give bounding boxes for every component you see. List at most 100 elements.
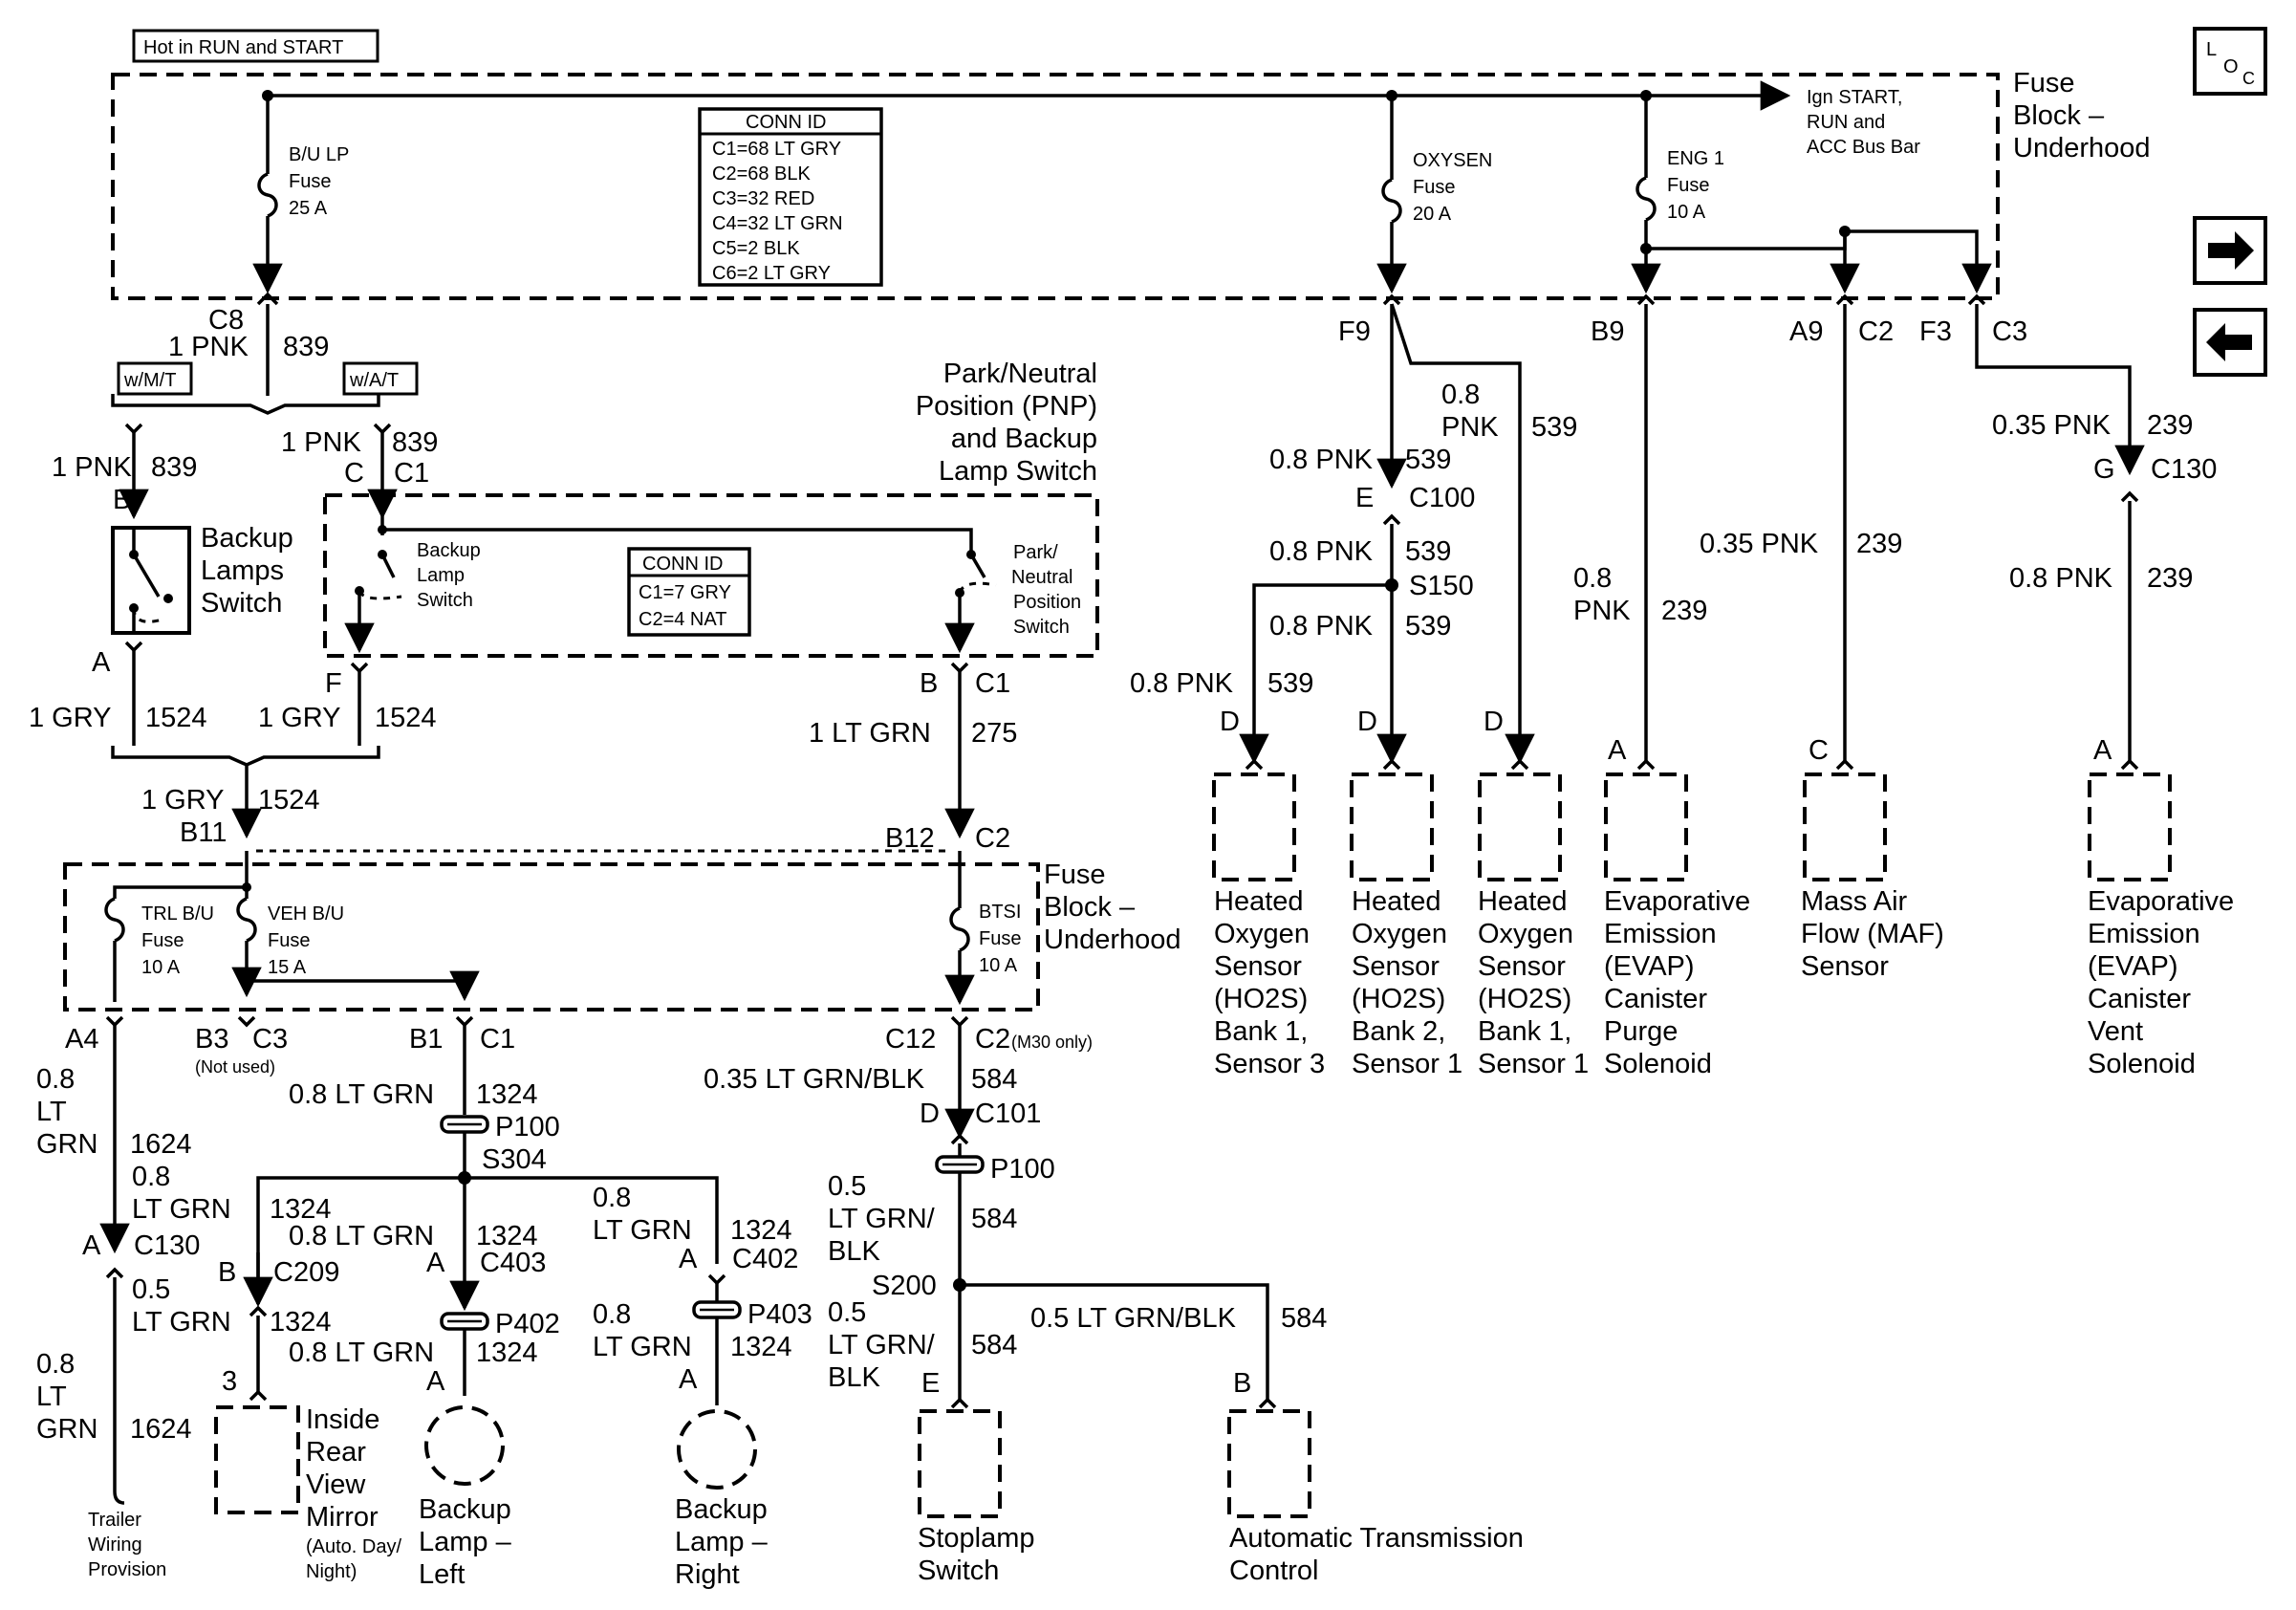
veh-backup-right-label-2-label: Right xyxy=(675,1559,740,1590)
trailer-wire-bottom-0-label: 0.8 xyxy=(36,1349,75,1380)
veh-backup-p100-label: P100 xyxy=(495,1112,560,1142)
veh-backup-circuit-label: 1324 xyxy=(476,1221,538,1251)
btsi-wire2-1-label: LT GRN/ xyxy=(828,1204,936,1234)
veh-backup-circuit-label: 1324 xyxy=(476,1338,538,1368)
fuse-block-lower-title: Fuse Block – Underhood xyxy=(1044,859,1181,955)
trailer-circuit-label: 1624 xyxy=(130,1129,192,1160)
pnp-c1-label: C1 xyxy=(975,668,1010,699)
eng1-branch-evap-purge-3-label: Canister xyxy=(1604,984,1707,1014)
oxysen-branch-ho2s-b1s3-3-label: (HO2S) xyxy=(1214,984,1308,1014)
bus-bar-label: Ign START, RUN and ACC Bus Bar xyxy=(1807,87,1920,158)
veh-backup-left-label-1-label: Lamp – xyxy=(419,1527,512,1557)
pnp-switch-outline xyxy=(323,493,1099,658)
wire-segment xyxy=(950,1133,969,1145)
backup-lamp-right: Backup Lamp – Right xyxy=(675,1409,769,1590)
fuse-block-lower-veh-fuse-1-label: Fuse xyxy=(268,930,310,951)
eng1-branch-f3-label: F3 xyxy=(1919,316,1952,347)
ho2s-bank1-sensor3: Heated Oxygen Sensor (HO2S) Bank 1, Sens… xyxy=(1212,772,1325,1079)
trailer-wire-top-1-label: LT xyxy=(36,1097,67,1127)
eng1-branch-evap-vent-0-label: Evaporative xyxy=(2088,886,2234,917)
eng1-branch-circuit-239-label: 239 xyxy=(1856,529,1902,559)
header-hot-label-label: Hot in RUN and START xyxy=(143,37,343,58)
pnp-conn-id-title-label: CONN ID xyxy=(642,554,723,575)
pnp-circuit-label: 275 xyxy=(971,718,1017,749)
veh-backup-mirror-label-2-label: View xyxy=(306,1469,366,1500)
oxysen-branch-ho2s-b1s1-5-label: Sensor 1 xyxy=(1478,1049,1589,1079)
fuse-block-lower-c2-label: C2 xyxy=(975,1024,1010,1055)
btsi-b-label: B xyxy=(1233,1368,1251,1399)
wire-segment xyxy=(1382,758,1401,771)
veh-backup-c209-label: C209 xyxy=(273,1257,339,1288)
backup-lamp-left: Backup Lamp – Left xyxy=(419,1405,512,1590)
oxysen-branch-c100-label: C100 xyxy=(1409,483,1475,513)
bu-lp-fuse-label: B/U LP Fuse 25 A xyxy=(289,144,349,219)
wmt-option-label-part xyxy=(117,361,193,396)
fuse-block-lower-trl-fuse-0-label: TRL B/U xyxy=(141,903,214,925)
left-branch-gry-1-label: 1 GRY xyxy=(141,785,225,816)
fuse-block-top-eng1-fuse-1-label: Fuse xyxy=(1667,175,1709,196)
oxysen-branch-wire-label: 0.8 PNK xyxy=(1130,668,1234,699)
eng1-branch-maf-2-label: Sensor xyxy=(1801,951,1889,982)
eng1-branch-evap-purge-5-label: Solenoid xyxy=(1604,1049,1712,1079)
btsi-circuit-label: 584 xyxy=(971,1204,1017,1234)
fuse-block-lower-title-0-label: Fuse xyxy=(1044,859,1105,890)
wire-segment xyxy=(1975,304,2145,476)
eng1-branch-evap-wire-0-label: 0.8 xyxy=(1573,563,1612,594)
wire-segment xyxy=(113,885,247,899)
btsi-p100-label: P100 xyxy=(990,1154,1055,1185)
p100-connector-btsi xyxy=(935,1155,985,1174)
left-branch-pnk-1-label: 1 PNK xyxy=(52,452,132,483)
left-branch-gry-1-label: 1 GRY xyxy=(29,703,112,733)
arrow-left-icon xyxy=(2206,323,2252,361)
evap-canister-purge-solenoid-part xyxy=(1604,772,1688,881)
backup-switch-0-label: Backup xyxy=(201,523,293,554)
left-branch-c-label: C xyxy=(344,458,364,489)
fuse-block-top-title: Fuse Block – Underhood xyxy=(2013,68,2151,163)
circuit-839-label: 839 xyxy=(283,332,329,362)
wire-segment xyxy=(1382,294,1401,306)
loc-icon[interactable]: L O C xyxy=(2193,27,2267,96)
eng1-branch-circuit-239-label: 239 xyxy=(2147,563,2193,594)
veh-backup-right-a-label: A xyxy=(679,1244,698,1274)
p403-connector xyxy=(692,1300,742,1319)
pnp-backup-lamp-switch-1-label: Lamp xyxy=(417,565,465,586)
btsi-d-label: D xyxy=(920,1099,940,1129)
btsi-s200-label: S200 xyxy=(872,1271,937,1301)
fuse-block-top-conn-id-rows-0-label: C1=68 LT GRY xyxy=(712,139,841,160)
veh-backup-circuit-label: 1324 xyxy=(270,1307,332,1338)
oxysen-branch-wire-a-0-label: 0.8 xyxy=(1441,380,1480,410)
veh-backup-c403-label: C403 xyxy=(480,1248,546,1278)
pnp-title-3-label: Lamp Switch xyxy=(939,456,1097,487)
wmt-option-label: w/M/T xyxy=(117,361,193,396)
fuse-block-top-conn-id-rows-2-label: C3=32 RED xyxy=(712,188,814,209)
stoplamp-switch: Stoplamp Switch xyxy=(918,1409,1035,1586)
stoplamp-switch-part xyxy=(918,1409,1002,1518)
automatic-transmission-control-part xyxy=(1227,1409,1311,1518)
fuse-block-top-bu-lp-fuse-1-label: Fuse xyxy=(289,171,331,192)
wire-segment xyxy=(1510,758,1529,771)
eng1-branch-evap-a-label: A xyxy=(1608,735,1627,766)
evap-canister-vent-solenoid-part xyxy=(2088,772,2172,881)
left-branch-gry-1-label: 1 GRY xyxy=(258,703,341,733)
fuse-block-top-bu-lp-fuse-0-label: B/U LP xyxy=(289,144,349,165)
btsi-wire3-1-label: LT GRN/ xyxy=(828,1330,936,1360)
pnp-b-label: B xyxy=(920,668,938,699)
oxysen-branch-d-label: D xyxy=(1484,707,1504,737)
back-button[interactable] xyxy=(2193,308,2267,377)
trailer-label-2-label: Provision xyxy=(88,1559,166,1580)
maf-sensor: Mass Air Flow (MAF) Sensor xyxy=(1801,772,1944,982)
wire-segment xyxy=(1636,294,1656,306)
left-branch-circuit-839-label: 839 xyxy=(151,452,197,483)
veh-backup-left-a-label: A xyxy=(426,1366,445,1397)
trailer-wire-bottom-2-label: GRN xyxy=(36,1414,97,1445)
backup-lamps-switch: Backup Lamps Switch xyxy=(111,523,293,635)
trailer-label-1-label: Wiring xyxy=(88,1534,142,1556)
btsi-fuse-label: BTSI Fuse 10 A xyxy=(979,902,1021,976)
wat-option-label-part xyxy=(342,361,419,396)
wire-segment xyxy=(373,423,392,435)
wire-segment xyxy=(1636,758,1656,771)
eng1-branch-evap-purge-0-label: Evaporative xyxy=(1604,886,1750,917)
trl-bu-fuse-icon xyxy=(104,897,125,943)
pnp-title-2-label: and Backup xyxy=(951,424,1097,454)
forward-button[interactable] xyxy=(2193,216,2267,285)
